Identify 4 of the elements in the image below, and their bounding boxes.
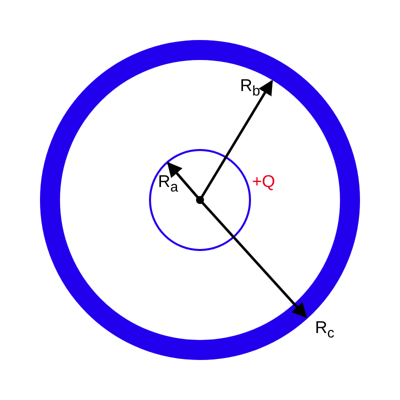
radius-label: R$_{a}$ [158, 172, 178, 198]
radius-label: R$_{b}$ [240, 76, 260, 102]
charge-label: +Q [252, 172, 276, 192]
radius-label: R$_{c}$ [315, 318, 334, 344]
